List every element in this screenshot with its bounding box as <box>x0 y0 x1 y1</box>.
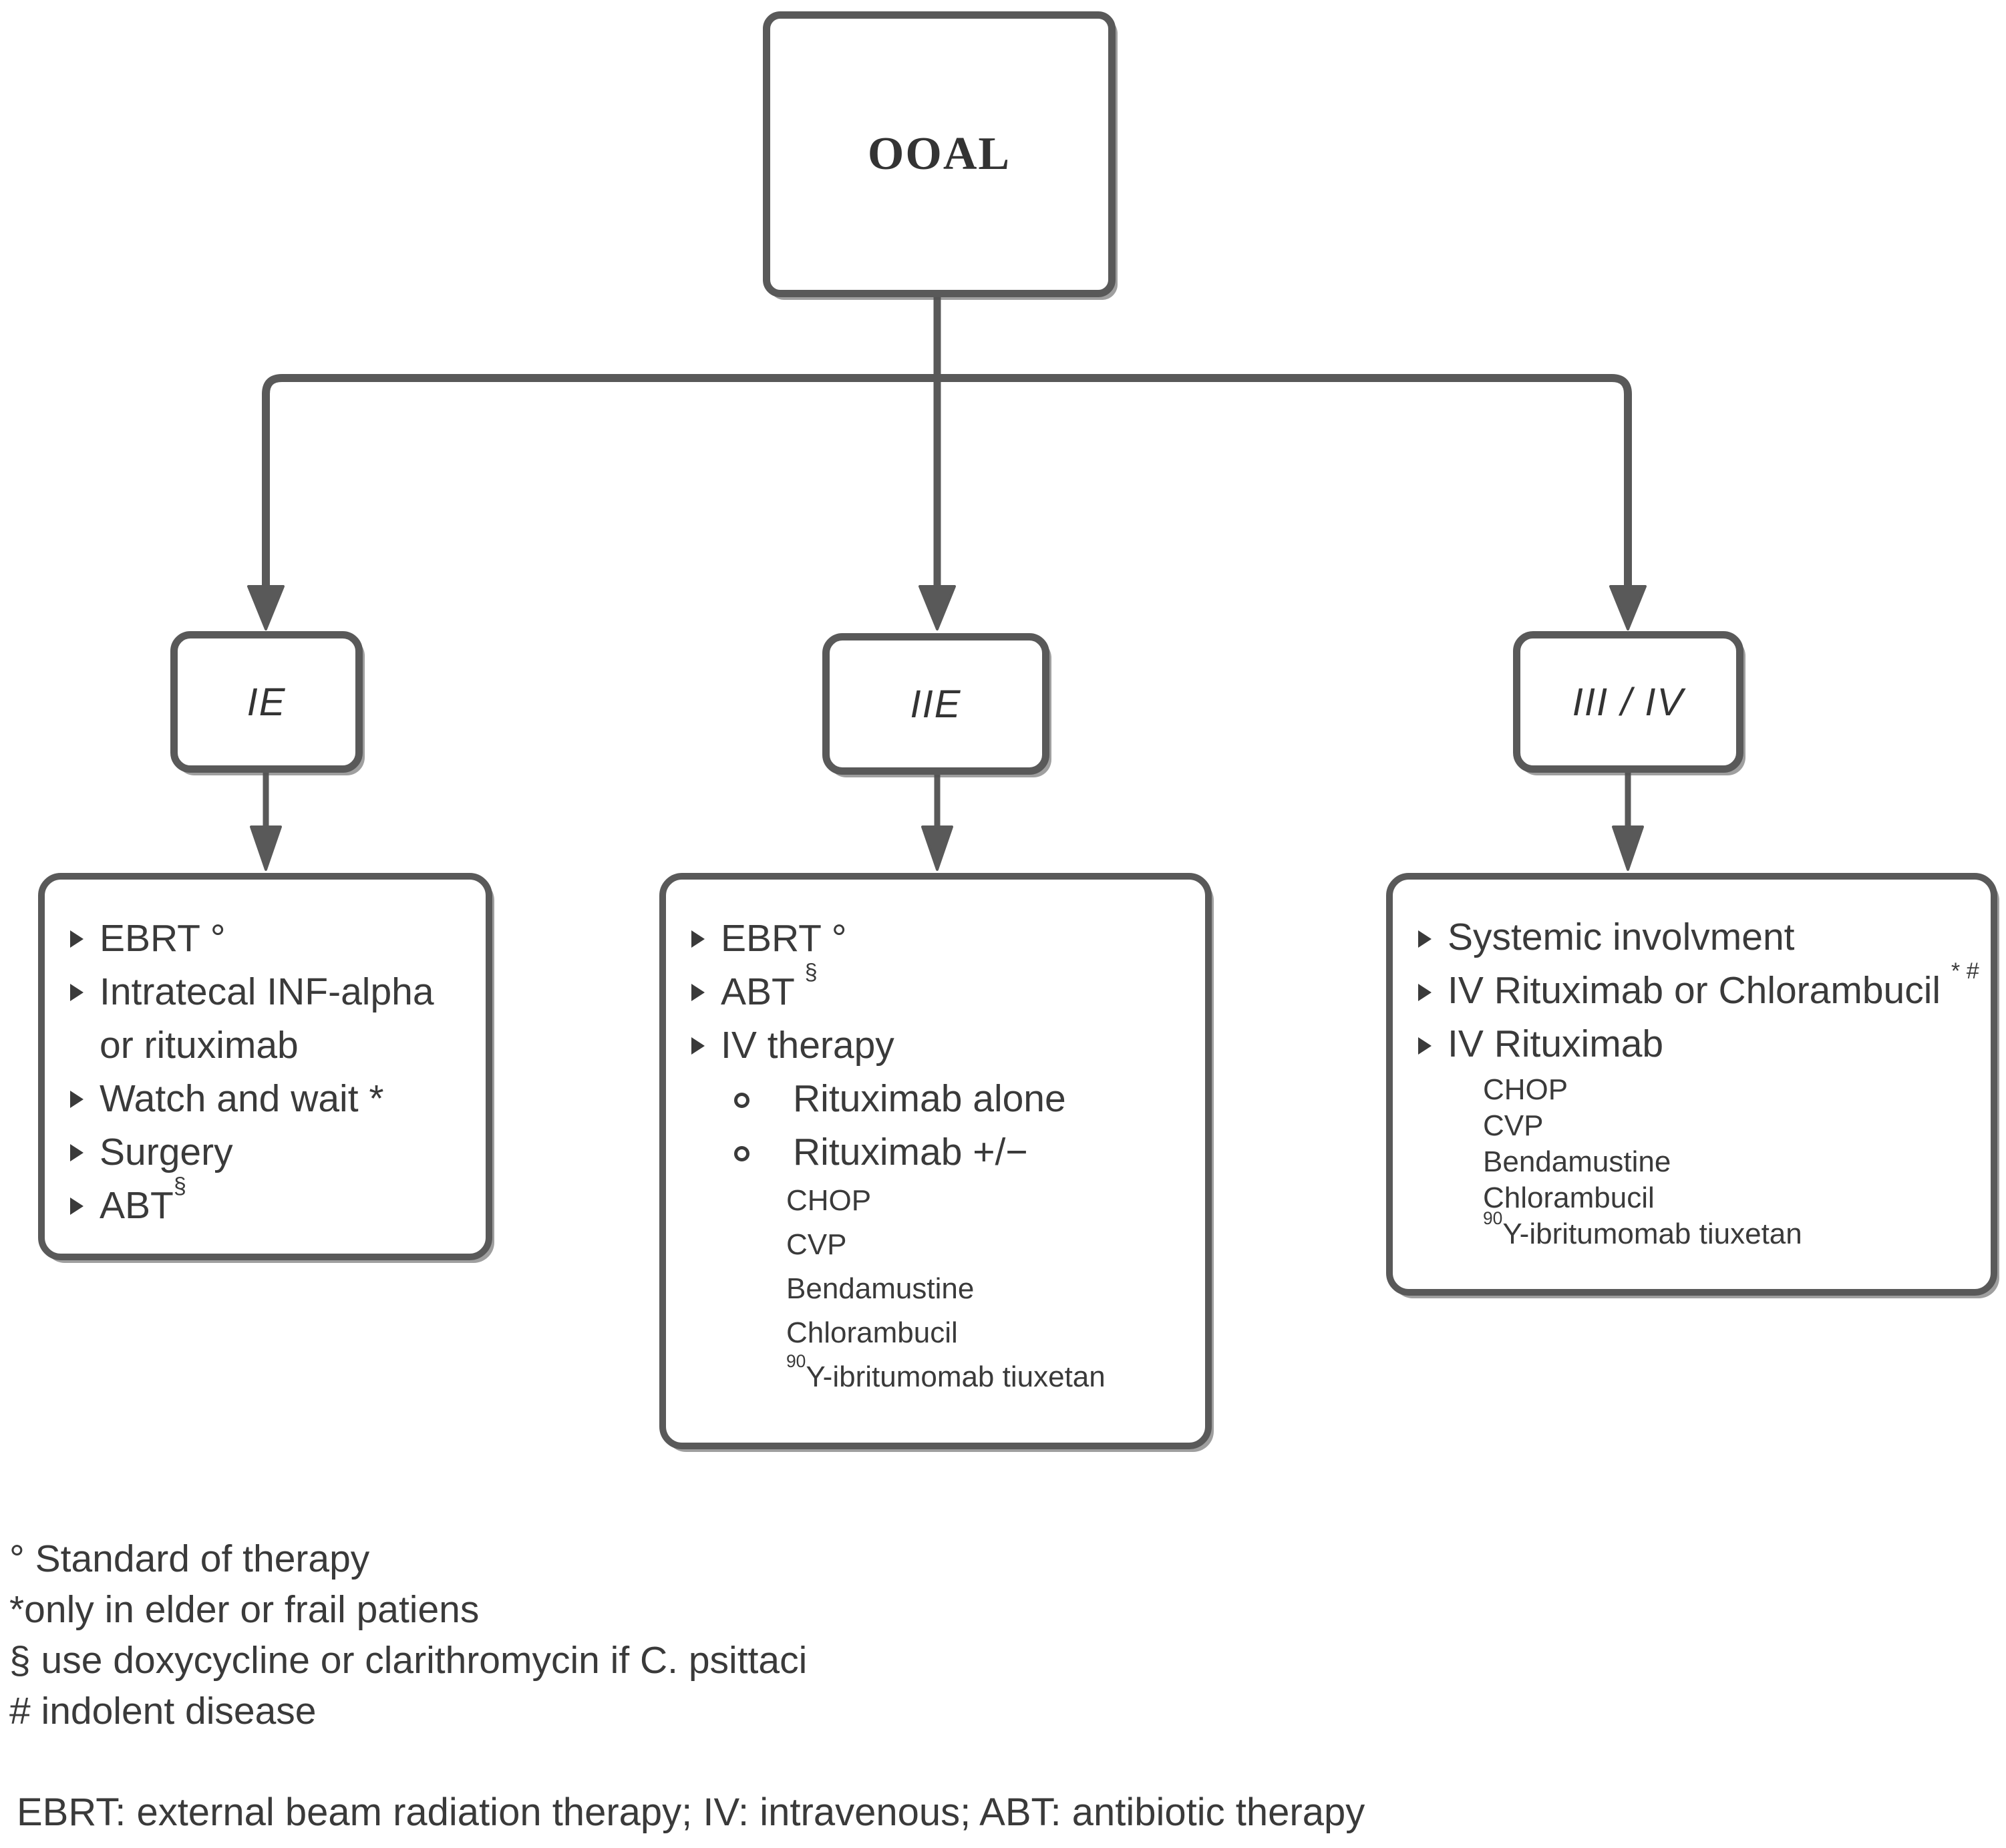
treatment-item: Intratecal INF-alpha or rituximab <box>69 965 472 1072</box>
treatment-item: IV Rituximab or Chlorambucil * # <box>1417 958 1979 1019</box>
treatment-item-text: Bendamustine <box>786 1272 975 1305</box>
root-node-label: OOAL <box>867 128 1011 180</box>
triangle-bullet-icon <box>69 965 100 1019</box>
flow-node-root: OOAL <box>763 11 1116 297</box>
footnote-line: *only in elder or frail patiens <box>9 1588 480 1631</box>
treatment-item: ABT § <box>690 959 1192 1019</box>
treatment-item-text: Bendamustine <box>1483 1145 1671 1178</box>
treatment-item-text: CVP <box>1483 1109 1544 1142</box>
treatment-item-text: Watch and wait * <box>100 1077 384 1120</box>
treatment-item: EBRT ° <box>690 912 1192 965</box>
treatment-item-text: Rituximab +/− <box>793 1131 1028 1173</box>
triangle-bullet-icon <box>69 912 100 965</box>
treatment-item: Chlorambucil <box>786 1311 1192 1355</box>
arrowhead-down-icon <box>1609 585 1647 630</box>
stage-label-iie: IIE <box>910 682 962 726</box>
footnote-line: # indolent disease <box>9 1690 317 1732</box>
treatment-item: CVP <box>786 1223 1192 1267</box>
triangle-bullet-icon <box>69 1072 100 1125</box>
treatment-item: Rituximab +/− <box>733 1125 1192 1179</box>
treatment-item-text: 90Y-ibritumomab tiuxetan <box>1483 1208 1802 1250</box>
treatment-item-text: Surgery <box>100 1131 233 1173</box>
triangle-bullet-icon <box>690 912 721 965</box>
treatment-item-text: Chlorambucil <box>786 1316 958 1349</box>
treatment-item: CVP <box>1483 1108 1977 1144</box>
treatment-item-text: IV Rituximab <box>1448 1023 1664 1065</box>
footnotes-block: ° Standard of therapy *only in elder or … <box>9 1533 807 1736</box>
treatment-item-text: IV Rituximab or Chlorambucil * # <box>1448 958 1979 1012</box>
treatment-item: Rituximab alone <box>733 1072 1192 1125</box>
triangle-bullet-icon <box>1417 912 1448 965</box>
treatment-item: EBRT ° <box>69 912 472 965</box>
treatment-item-text: CVP <box>786 1228 847 1261</box>
flow-node-stage-ie: IE <box>170 631 363 773</box>
flow-node-stage-iii-iv: III / IV <box>1513 631 1743 773</box>
circle-bullet-icon <box>733 1072 793 1125</box>
treatment-item: Bendamustine <box>786 1267 1192 1311</box>
flow-node-stage-iie: IIE <box>822 633 1049 775</box>
triangle-bullet-icon <box>1417 965 1448 1019</box>
treatment-item: Surgery <box>69 1125 472 1179</box>
connector-branch <box>262 374 1632 591</box>
treatment-item: 90Y-ibritumomab tiuxetan <box>1483 1208 1977 1252</box>
treatment-item: Bendamustine <box>1483 1144 1977 1180</box>
stage-label-ie: IE <box>246 680 287 724</box>
arrowhead-down-icon <box>918 585 956 630</box>
footnote-line: § use doxycycline or clarithromycin if C… <box>9 1639 808 1682</box>
abbreviations-line: EBRT: external beam radiation therapy; I… <box>17 1791 1365 1834</box>
triangle-bullet-icon <box>1417 1019 1448 1072</box>
treatment-item-text: Chlorambucil <box>1483 1181 1655 1214</box>
treatment-item: Chlorambucil <box>1483 1180 1977 1216</box>
arrowhead-down-icon <box>1612 825 1644 871</box>
arrowhead-down-icon <box>250 825 282 871</box>
treatment-item: Watch and wait * <box>69 1072 472 1125</box>
treatment-item-text: Rituximab alone <box>793 1077 1066 1120</box>
treatment-item: 90Y-ibritumomab tiuxetan <box>786 1351 1192 1399</box>
treatment-item: CHOP <box>786 1179 1192 1223</box>
treatment-item-text: CHOP <box>786 1184 872 1217</box>
treatment-item-text: Systemic involvment <box>1448 916 1795 958</box>
footnote-line: ° Standard of therapy <box>9 1537 370 1580</box>
triangle-bullet-icon <box>69 1125 100 1179</box>
treatment-item: IV Rituximab <box>1417 1019 1977 1072</box>
triangle-bullet-icon <box>69 1179 100 1232</box>
treatment-item: ABT§ <box>69 1173 472 1232</box>
treatment-item-text: EBRT ° <box>100 917 226 960</box>
triangle-bullet-icon <box>690 965 721 1019</box>
treatment-item: Systemic involvment <box>1417 912 1977 965</box>
arrowhead-down-icon <box>921 825 953 871</box>
arrowhead-down-icon <box>247 585 285 630</box>
treatment-item-text: Intratecal INF-alpha or rituximab <box>100 970 434 1067</box>
treatment-item-text: ABT § <box>721 959 818 1013</box>
treatment-item-text: IV therapy <box>721 1024 894 1067</box>
circle-bullet-icon <box>733 1125 793 1179</box>
triangle-bullet-icon <box>690 1019 721 1072</box>
treatment-item-text: 90Y-ibritumomab tiuxetan <box>786 1351 1106 1393</box>
stage-label-iii-iv: III / IV <box>1572 680 1685 724</box>
treatment-item-text: CHOP <box>1483 1073 1568 1106</box>
treatment-item-text: ABT§ <box>100 1173 186 1227</box>
treatment-item-text: EBRT ° <box>721 917 847 960</box>
treatment-item: IV therapy <box>690 1019 1192 1072</box>
treatment-item: CHOP <box>1483 1072 1977 1108</box>
